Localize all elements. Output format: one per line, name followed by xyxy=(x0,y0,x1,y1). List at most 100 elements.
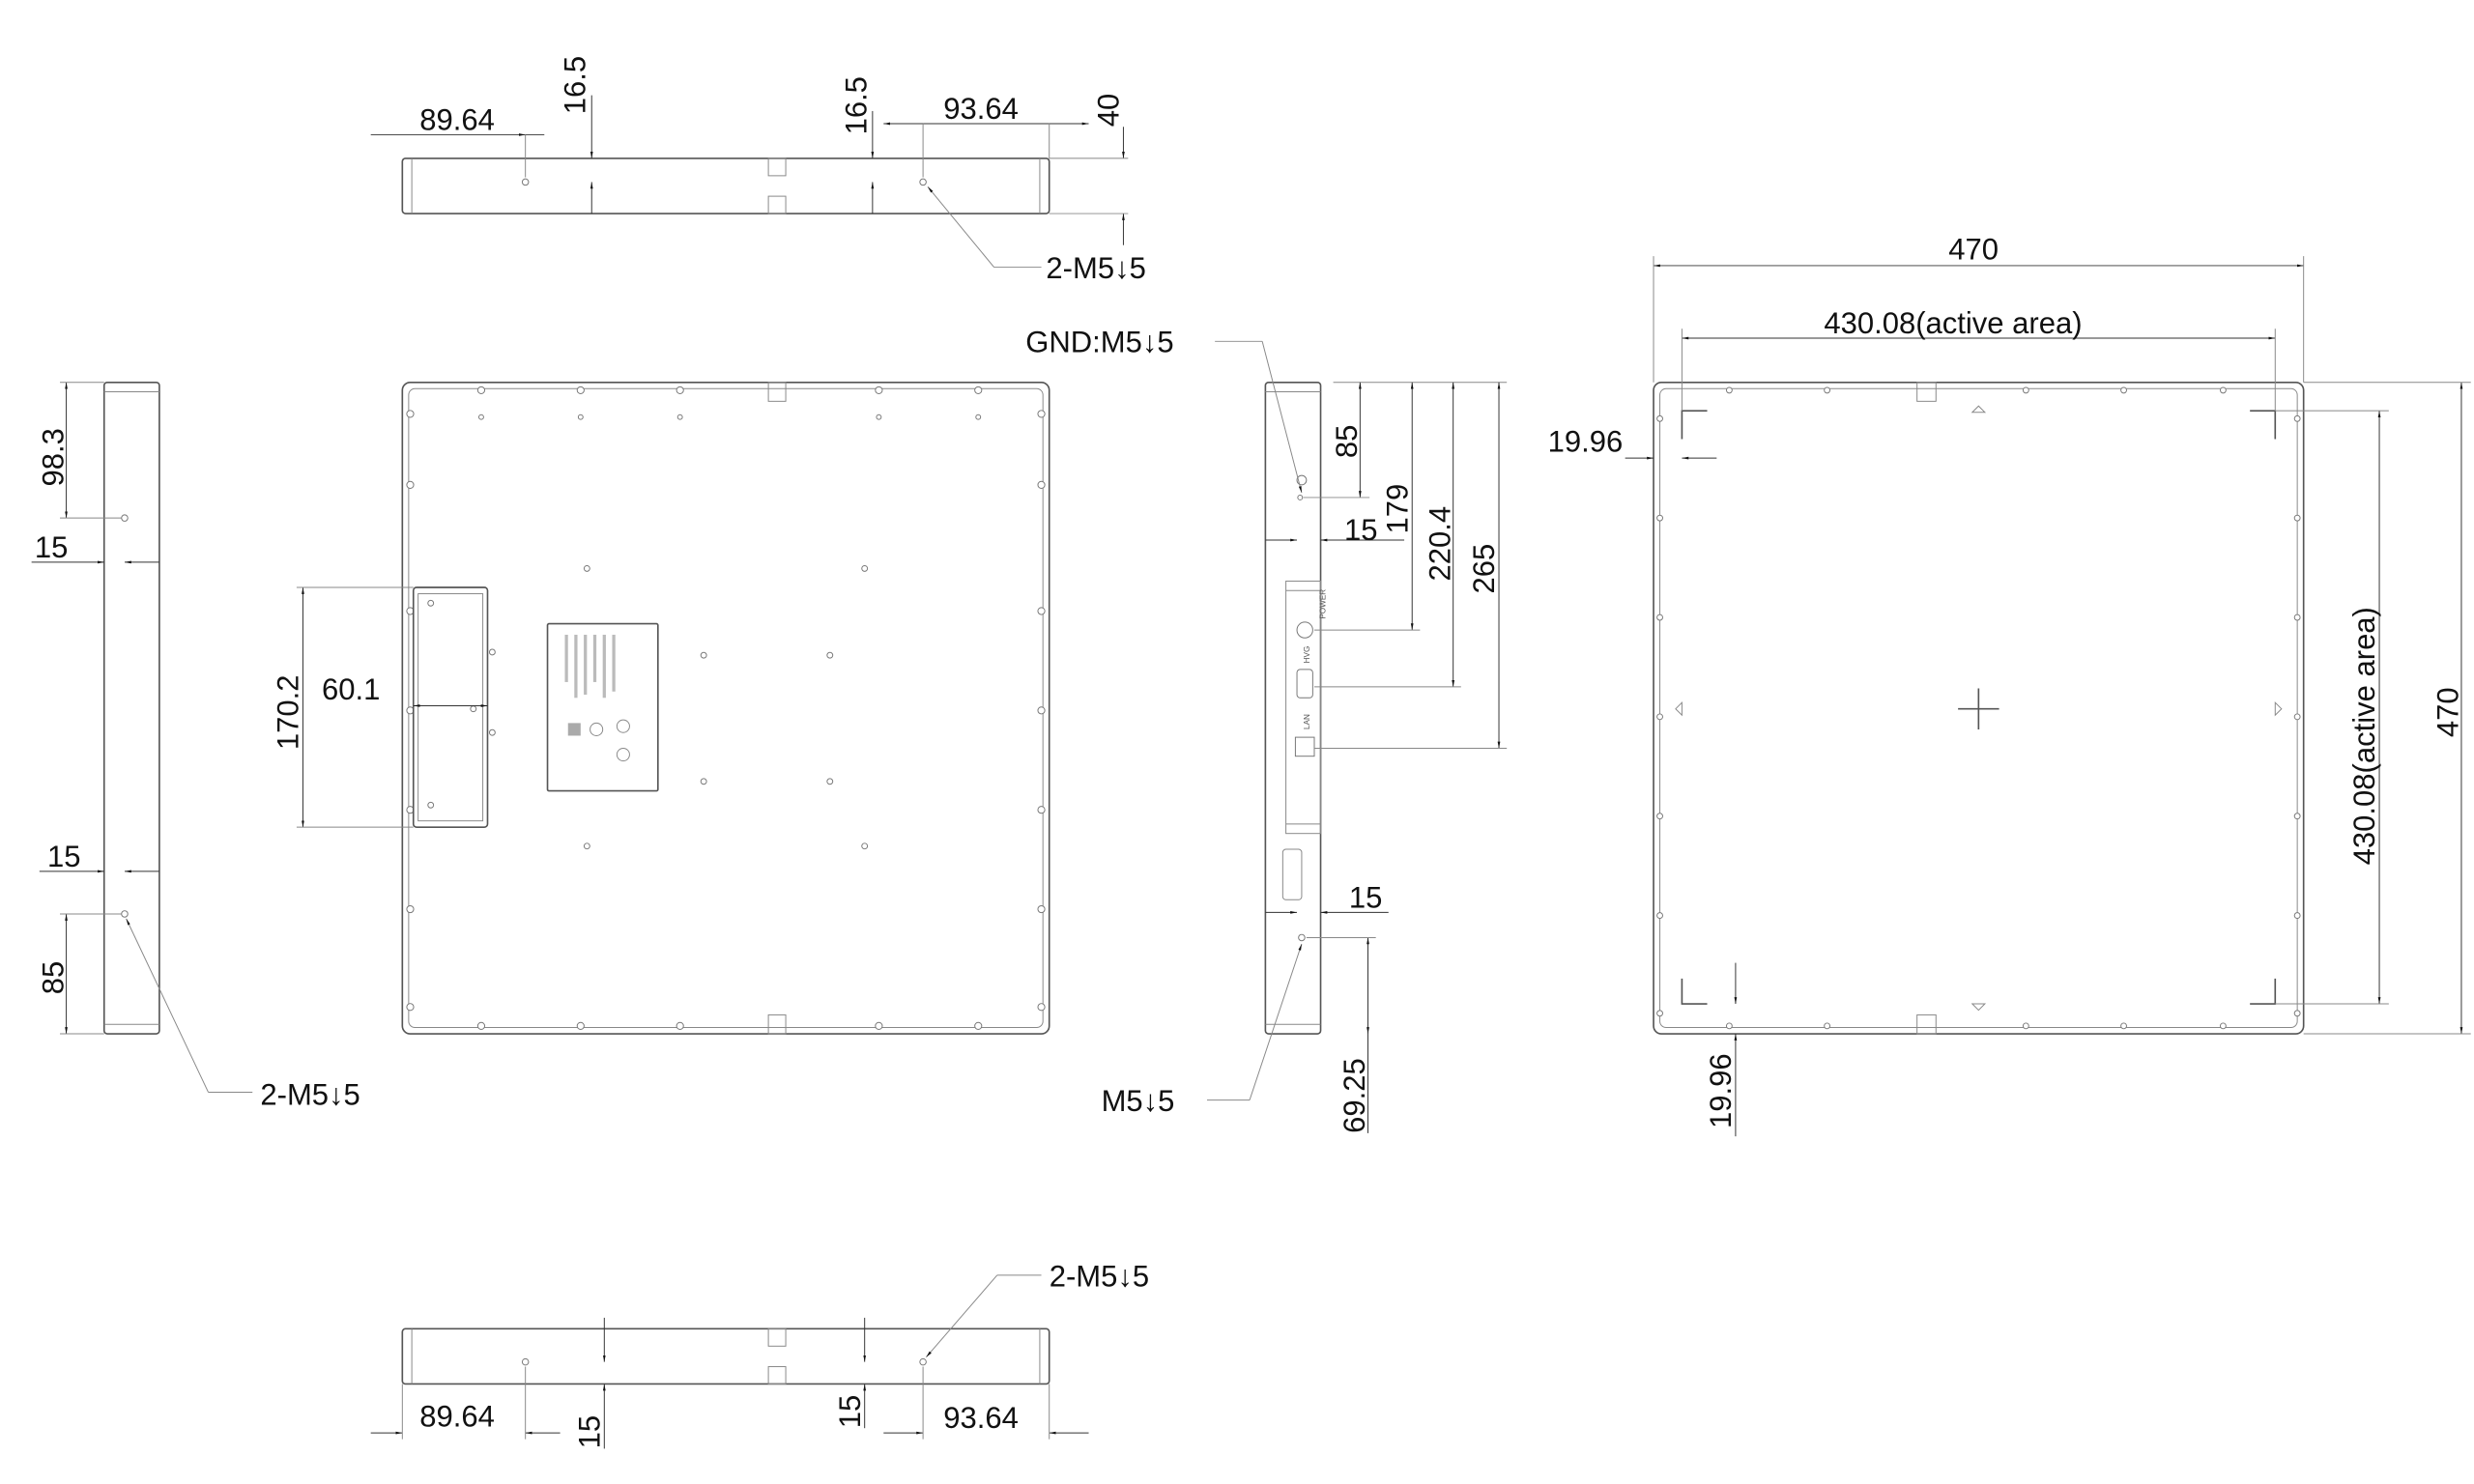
dim-top-depth-right: 16.5 xyxy=(839,76,873,134)
top-hole-callout: 2-M5↓5 xyxy=(1046,251,1145,285)
bottom-view: 89.64 15 15 93.64 2-M5↓5 xyxy=(370,1259,1149,1449)
dim-gnd: 85 xyxy=(1330,425,1364,459)
power-connector-icon xyxy=(1296,621,1313,639)
screw-hole xyxy=(676,385,684,395)
screw-hole xyxy=(2022,1022,2029,1030)
dim-power: 179 xyxy=(1380,484,1414,534)
screw-hole xyxy=(700,651,707,659)
left-side-view: 98.3 15 15 85 2-M5↓5 xyxy=(31,381,360,1112)
screw-hole xyxy=(488,648,496,656)
dim-gnd-offset: 15 xyxy=(1344,513,1378,547)
screw-hole xyxy=(2120,1022,2127,1030)
screw-hole xyxy=(1824,1022,1831,1030)
screw-hole xyxy=(1037,607,1046,615)
screw-hole xyxy=(1725,1022,1733,1030)
screw-hole xyxy=(1656,514,1663,522)
screw-hole xyxy=(1824,386,1831,394)
dim-left-top: 98.3 xyxy=(36,428,70,486)
screw-hole xyxy=(1037,410,1046,418)
front-view: 170.2 60.1 xyxy=(272,381,1050,1035)
screw-hole xyxy=(2293,813,2301,820)
dim-hvg: 220.4 xyxy=(1423,506,1456,582)
screw-hole xyxy=(875,1021,883,1030)
screw-hole xyxy=(577,414,584,420)
screw-hole xyxy=(2120,386,2127,394)
screw-hole xyxy=(1656,813,1663,820)
screw-hole xyxy=(478,414,484,420)
dim-thickness: 40 xyxy=(1092,94,1126,127)
screw-hole xyxy=(861,842,869,850)
screw-hole xyxy=(406,1003,415,1012)
product-label-plate xyxy=(546,622,659,792)
connector-label-hvg: HVG xyxy=(1303,646,1311,664)
screw-hole xyxy=(2219,1022,2227,1030)
screw-hole xyxy=(1725,386,1733,394)
dim-overall-height: 470 xyxy=(2431,687,2465,737)
dim-handle-height: 170.2 xyxy=(272,675,305,751)
connector-label-power: POWER xyxy=(1318,589,1327,619)
center-crosshair-icon xyxy=(1958,688,1999,729)
screw-hole xyxy=(2293,713,2301,721)
dim-offset-bottom: 15 xyxy=(1349,880,1383,914)
right-side-view: POWER HVG LAN GND:M5↓5 85 15 179 220.4 2… xyxy=(1025,326,1508,1133)
connector-label-lan: LAN xyxy=(1303,714,1311,729)
screw-hole xyxy=(427,801,435,809)
dim-bottom-depth-left: 15 xyxy=(572,1415,606,1449)
screw-hole xyxy=(2293,1010,2301,1017)
screw-hole xyxy=(427,599,435,607)
dim-left-offset-bottom: 15 xyxy=(47,840,81,873)
back-view: 470 430.08(active area) 19.96 19.96 430.… xyxy=(1548,232,2471,1137)
screw-hole xyxy=(2293,614,2301,621)
screw-hole xyxy=(876,414,882,420)
lan-port-icon xyxy=(1294,736,1315,757)
screw-hole xyxy=(974,385,983,395)
label-plate-content xyxy=(564,634,630,762)
front-screw-holes xyxy=(406,385,1046,1030)
screw-hole xyxy=(975,414,982,420)
status-led-panel xyxy=(1281,848,1303,900)
screw-hole xyxy=(2293,414,2301,422)
dim-handle-width: 60.1 xyxy=(322,672,380,706)
screw-hole xyxy=(1037,1003,1046,1012)
dim-overall-width: 470 xyxy=(1948,232,1999,266)
screw-hole xyxy=(406,480,415,489)
screw-hole xyxy=(2293,514,2301,522)
hvg-connector-icon xyxy=(1296,669,1313,699)
dim-active-width: 430.08(active area) xyxy=(1824,306,2082,340)
dim-left-bottom: 85 xyxy=(36,961,70,994)
screw-hole xyxy=(576,385,585,395)
screw-hole xyxy=(406,904,415,914)
screw-hole xyxy=(676,1021,684,1030)
screw-hole xyxy=(2022,386,2029,394)
m5-callout: M5↓5 xyxy=(1102,1084,1175,1118)
bottom-hole-callout: 2-M5↓5 xyxy=(1050,1259,1149,1293)
dim-active-height: 430.08(active area) xyxy=(2347,607,2381,865)
screw-hole xyxy=(974,1021,983,1030)
dim-bottom-right: 93.64 xyxy=(943,1401,1019,1435)
screw-hole xyxy=(583,564,590,572)
screw-hole xyxy=(1656,713,1663,721)
screw-hole xyxy=(476,1021,486,1030)
dim-top-right: 93.64 xyxy=(943,92,1019,126)
dim-bottom: 69.25 xyxy=(1338,1058,1371,1133)
dim-lan: 265 xyxy=(1467,544,1501,594)
screw-hole xyxy=(1656,414,1663,422)
dim-margin-left: 19.96 xyxy=(1548,425,1624,459)
screw-hole xyxy=(1656,912,1663,920)
screw-hole xyxy=(1037,706,1046,715)
screw-hole xyxy=(700,778,707,785)
dim-bottom-depth-right: 15 xyxy=(833,1395,867,1429)
screw-hole xyxy=(406,410,415,418)
screw-hole xyxy=(1037,904,1046,914)
screw-hole xyxy=(875,385,883,395)
screw-hole xyxy=(826,778,834,785)
screw-hole xyxy=(476,385,486,395)
screw-hole xyxy=(1037,806,1046,814)
screw-hole xyxy=(488,728,496,736)
left-hole-callout: 2-M5↓5 xyxy=(260,1078,360,1112)
dim-margin-bottom: 19.96 xyxy=(1704,1053,1738,1128)
screw-hole xyxy=(1037,480,1046,489)
screw-hole xyxy=(1656,614,1663,621)
screw-hole xyxy=(861,564,869,572)
